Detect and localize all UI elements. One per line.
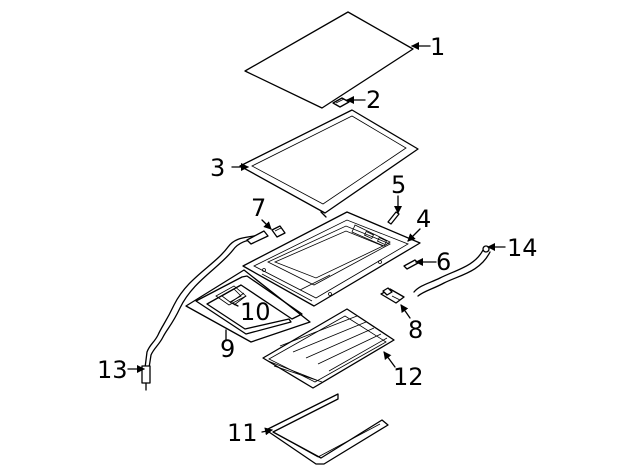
callout-9: 9 bbox=[220, 335, 235, 363]
part-9-panel bbox=[185, 269, 311, 343]
part-10-insert bbox=[229, 292, 247, 306]
callout-6: 6 bbox=[436, 248, 451, 276]
part-8-motor bbox=[380, 287, 405, 304]
callout-14: 14 bbox=[507, 234, 538, 262]
callout-5: 5 bbox=[391, 171, 406, 199]
callout-3: 3 bbox=[210, 154, 225, 182]
callout-13: 13 bbox=[97, 356, 128, 384]
callout-2: 2 bbox=[366, 86, 381, 114]
part-7-bracket bbox=[271, 225, 286, 238]
part-14-hose bbox=[413, 245, 491, 297]
part-12-sunshade bbox=[262, 308, 395, 389]
part-4-frame bbox=[242, 211, 421, 307]
part-6-bar bbox=[403, 259, 419, 270]
callout-8: 8 bbox=[408, 316, 423, 344]
callout-11: 11 bbox=[227, 419, 258, 447]
callout-1: 1 bbox=[430, 33, 445, 61]
part-3-seal bbox=[239, 109, 419, 218]
callout-12: 12 bbox=[393, 363, 424, 391]
callout-10: 10 bbox=[240, 298, 271, 326]
callout-7: 7 bbox=[251, 194, 266, 222]
leader-lines bbox=[127, 42, 506, 436]
part-1-glass-panel bbox=[244, 11, 414, 109]
callout-4: 4 bbox=[416, 205, 431, 233]
part-5-pin bbox=[387, 211, 400, 225]
part-11-rail bbox=[265, 393, 389, 465]
callout-labels: 1 2 3 5 4 6 7 8 9 10 11 12 13 14 bbox=[97, 33, 538, 447]
